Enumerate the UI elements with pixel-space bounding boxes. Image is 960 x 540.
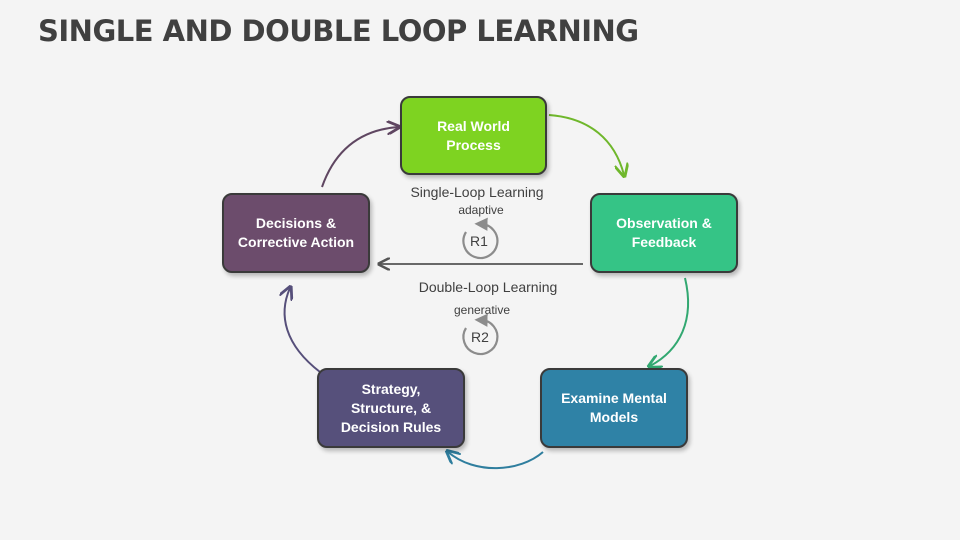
single-loop-sub: adaptive (458, 203, 504, 217)
node-decisions-corrective-action: Decisions & Corrective Action (222, 193, 370, 273)
badge-r2: R2 (471, 329, 489, 345)
arrow-real-to-observation (548, 114, 624, 175)
node-strategy-structure-rules: Strategy, Structure, & Decision Rules (317, 368, 465, 448)
node-observation-feedback: Observation & Feedback (590, 193, 738, 273)
arrow-observation-to-examine (650, 277, 690, 366)
node-decisions-corrective-action-label: Decisions & Corrective Action (237, 215, 355, 250)
node-real-world-process-label: Real World Process (437, 117, 510, 153)
loop-r2-icon (462, 313, 499, 356)
node-real-world-process: Real World Process (400, 96, 547, 175)
page-title: SINGLE AND DOUBLE LOOP LEARNING (38, 14, 639, 48)
node-observation-feedback-label: Observation & Feedback (616, 215, 712, 250)
arrow-strategy-to-decisions (285, 288, 321, 373)
double-loop-sub: generative (453, 303, 511, 317)
node-strategy-structure-rules-label: Strategy, Structure, & Decision Rules (340, 380, 442, 435)
arrow-decisions-to-real (321, 127, 398, 188)
badge-r1: R1 (470, 233, 488, 249)
node-examine-mental-models-label: Examine Mental Models (561, 390, 667, 425)
double-loop-label: Double-Loop Learning (418, 279, 558, 295)
single-loop-label: Single-Loop Learning (410, 184, 544, 200)
loop-r1-icon (462, 217, 499, 260)
arrow-examine-to-strategy (448, 452, 544, 470)
node-examine-mental-models: Examine Mental Models (540, 368, 688, 448)
